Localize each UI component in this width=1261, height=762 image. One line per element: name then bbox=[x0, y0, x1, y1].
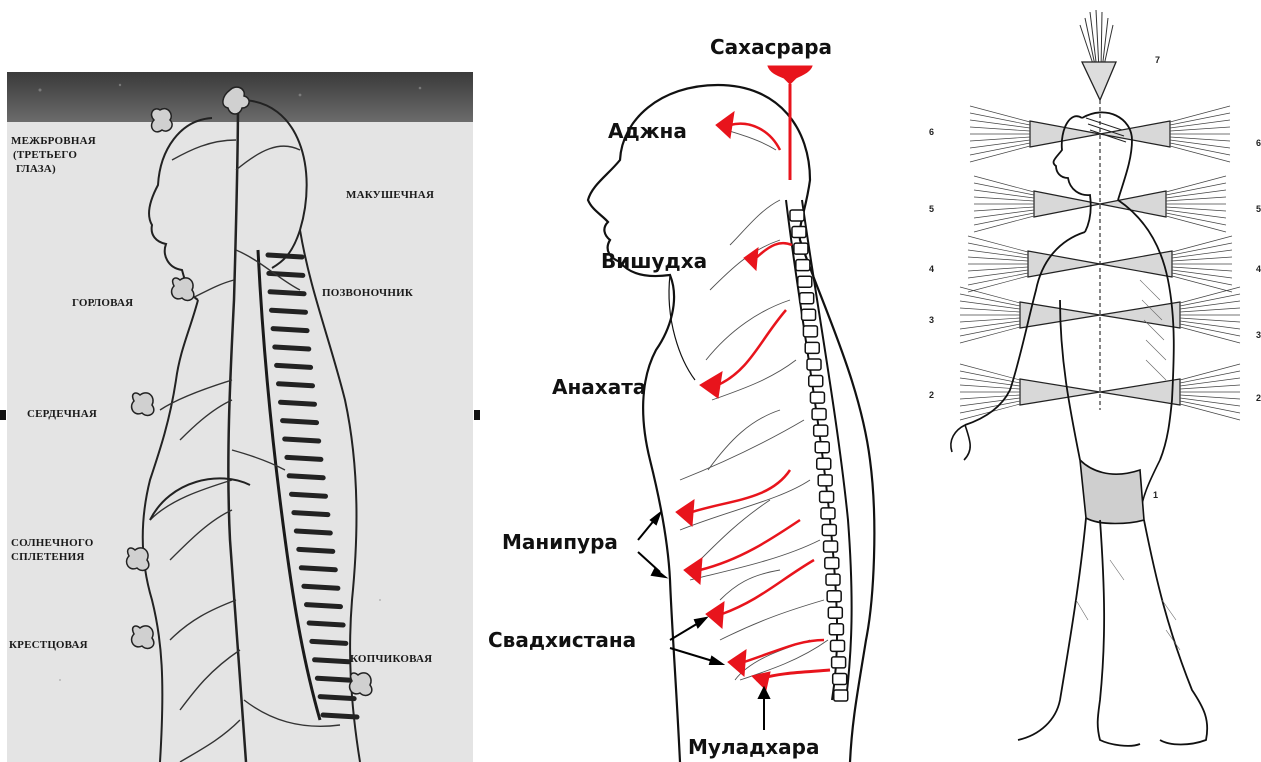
label-krestsovaya: КРЕСТЦОВАЯ bbox=[9, 638, 88, 652]
chakra-number-7: 7 bbox=[1155, 55, 1160, 65]
label-gorlovaya: ГОРЛОВАЯ bbox=[72, 296, 133, 310]
label-pozvonochnik: ПОЗВОНОЧНИК bbox=[322, 286, 413, 300]
walking-figure-chakra-vortices: 7 6 6 5 5 4 4 3 3 2 2 1 bbox=[910, 0, 1261, 762]
chakra-number-6-left: 6 bbox=[929, 127, 934, 137]
label-mezhbrovnaya: МЕЖБРОВНАЯ bbox=[11, 134, 96, 148]
label-manipura: Манипура bbox=[502, 531, 618, 553]
chakra-number-3-left: 3 bbox=[929, 315, 934, 325]
label-muladhara: Муладхара bbox=[688, 736, 819, 758]
label-glaza: ГЛАЗА) bbox=[16, 162, 56, 176]
walking-figure-drawing bbox=[910, 0, 1261, 762]
chakra-number-1: 1 bbox=[1153, 490, 1158, 500]
chakra-number-6-right: 6 bbox=[1256, 138, 1261, 148]
label-serdechnaya: СЕРДЕЧНАЯ bbox=[27, 407, 97, 421]
chakra-number-5-right: 5 bbox=[1256, 204, 1261, 214]
label-solnechnogo: СОЛНЕЧНОГО bbox=[11, 536, 94, 550]
chakra-nerve-diagram: Сахасрара Аджна Вишудха Анахата Манипура… bbox=[480, 0, 910, 762]
label-tretego: (ТРЕТЬЕГО bbox=[13, 148, 77, 162]
label-anahata: Анахата bbox=[552, 376, 646, 398]
chakra-number-4-right: 4 bbox=[1256, 264, 1261, 274]
chakra-number-2-left: 2 bbox=[929, 390, 934, 400]
nervous-system-chakra-figure: МЕЖБРОВНАЯ (ТРЕТЬЕГО ГЛАЗА) МАКУШЕЧНАЯ Г… bbox=[0, 0, 480, 762]
label-adzhna: Аджна bbox=[608, 120, 687, 142]
chakra-number-3-right: 3 bbox=[1256, 330, 1261, 340]
label-vishudha: Вишудха bbox=[601, 250, 707, 272]
chakra-number-2-right: 2 bbox=[1256, 393, 1261, 403]
label-svadhistana: Свадхистана bbox=[488, 629, 636, 651]
label-makushechnaya: МАКУШЕЧНАЯ bbox=[346, 188, 434, 202]
label-kopchikovaya: КОПЧИКОВАЯ bbox=[350, 652, 432, 666]
label-sahasrara: Сахасрара bbox=[710, 36, 832, 58]
chakra-number-5-left: 5 bbox=[929, 204, 934, 214]
chakra-number-4-left: 4 bbox=[929, 264, 934, 274]
label-spleteniya: СПЛЕТЕНИЯ bbox=[11, 550, 85, 564]
